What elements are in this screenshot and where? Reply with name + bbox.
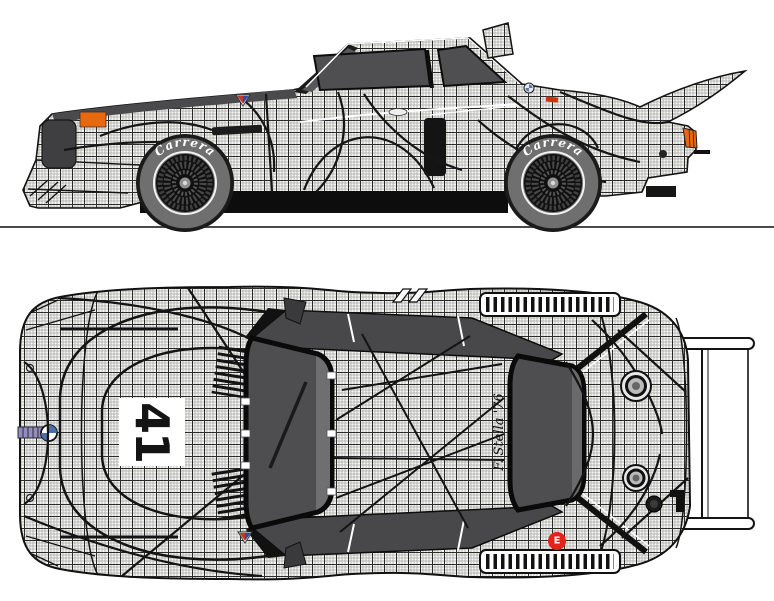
wing-bracket — [670, 490, 684, 512]
b-pillar — [425, 49, 434, 89]
beltline-highlight — [299, 103, 523, 123]
c-pillar-trim — [467, 37, 521, 85]
top-view: 41 — [17, 285, 755, 581]
fender-vent-bar — [211, 124, 263, 136]
tail-filler — [659, 150, 667, 158]
hood-strap — [17, 426, 45, 439]
headlight-cover — [41, 119, 77, 169]
bmw-roundel-side — [523, 82, 535, 94]
windshield-clips — [240, 371, 337, 496]
corner-lamp-hatch — [25, 299, 96, 567]
bumper-seam — [80, 290, 99, 576]
racing-number: 41 — [125, 402, 179, 462]
roof-fin — [482, 22, 514, 59]
number-plate — [119, 398, 185, 466]
motorsport-mark — [545, 96, 559, 103]
tail-light-orange — [682, 127, 698, 149]
roof-diagonals — [333, 333, 505, 533]
tail-seam — [675, 317, 688, 549]
fuel-cap-1 — [620, 370, 652, 402]
extinguisher-label: E — [554, 536, 561, 547]
rear-apron — [646, 186, 676, 197]
artist-signature: F. Stella '76 — [492, 393, 507, 471]
stella-lines-hood — [23, 287, 263, 578]
wiper — [268, 381, 308, 469]
roof-trim — [305, 37, 469, 88]
roof-marks — [391, 288, 429, 303]
mirror-top — [283, 297, 307, 325]
quarter-vent-bottom — [479, 549, 621, 574]
windshield-top-view — [240, 335, 337, 531]
hood-vent-bottom — [211, 467, 251, 521]
trunk-seam — [597, 305, 616, 561]
black-cap — [645, 495, 663, 513]
front-indicator-orange — [79, 111, 107, 128]
door-window — [312, 47, 432, 92]
side-view: Carrera Carrera — [0, 22, 774, 232]
fuel-cap-2 — [622, 464, 650, 492]
hood-top-shade — [52, 89, 297, 125]
rear-window-top-view — [507, 353, 587, 513]
extinguisher-marker: E — [548, 532, 566, 550]
quarter-window — [436, 44, 508, 88]
door-handle — [388, 108, 408, 116]
mirror-bottom — [283, 541, 307, 569]
b-post-panel — [424, 118, 446, 176]
beltline-highlight-2 — [429, 104, 527, 116]
quarter-vent-top — [479, 292, 621, 317]
rear-rod — [694, 150, 710, 154]
